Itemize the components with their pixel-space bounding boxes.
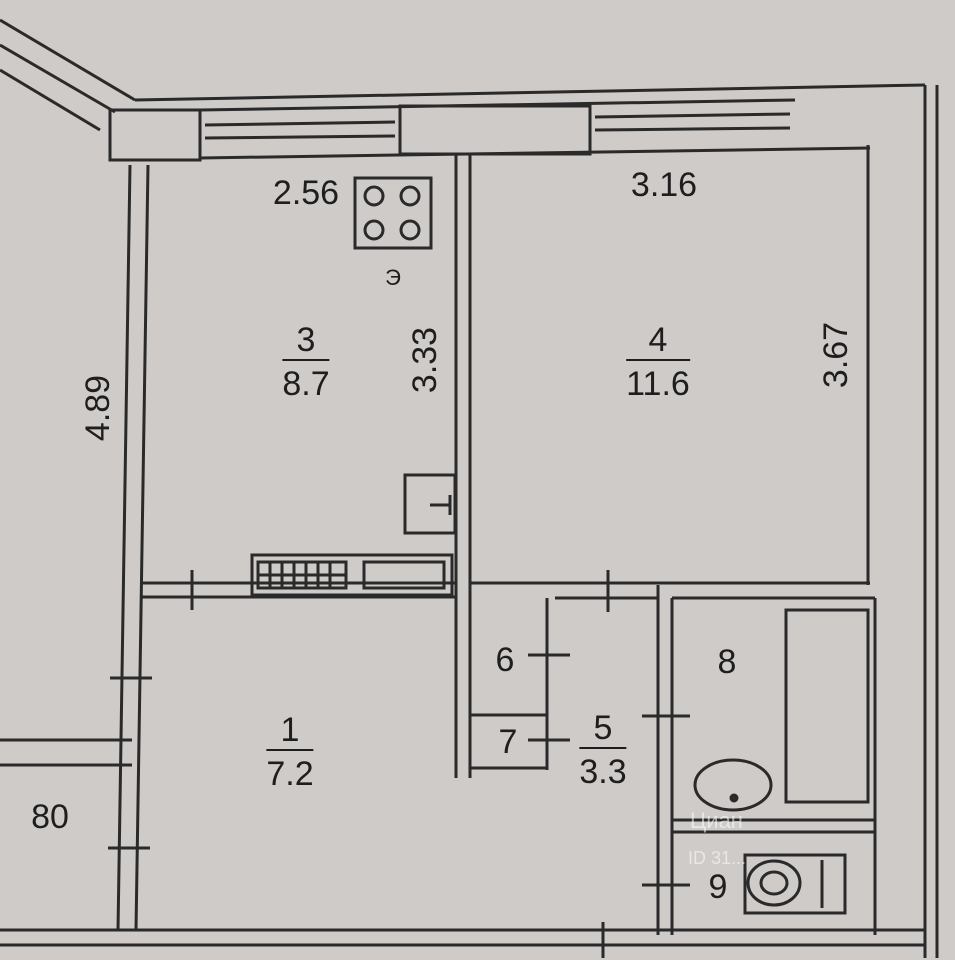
room-4-label: 4 11.6 (626, 321, 690, 403)
watermark-brand: Циан (690, 808, 743, 833)
sink-icon (403, 473, 457, 535)
watermark-id: ID 31... (688, 848, 747, 868)
kitchen-width-dimension: 2.56 (272, 174, 340, 212)
toilet-icon (743, 853, 847, 915)
room-width-dimension: 3.16 (630, 166, 698, 204)
room-3-label: 3 8.7 (282, 321, 330, 403)
room-depth-dimension: 3.67 (817, 321, 855, 389)
outer-walls (0, 18, 939, 958)
loggia-length-dimension: 4.89 (79, 374, 117, 442)
room-6-label: 6 (495, 641, 515, 679)
washbasin-icon (693, 758, 773, 812)
room-9-label: 9 (708, 868, 728, 906)
bathtub-icon (784, 608, 870, 804)
room-8-label: 8 (717, 643, 737, 681)
room-7-label: 7 (498, 723, 518, 761)
fixtures (250, 176, 870, 915)
room-5-label: 5 3.3 (579, 709, 627, 791)
neighbor-area-label: 80 (31, 798, 69, 836)
stove-electric-mark: Э (385, 265, 401, 290)
room-1-label: 1 7.2 (266, 711, 314, 793)
door-marks (108, 570, 690, 958)
radiator-icon (250, 553, 454, 597)
interior-walls (0, 145, 877, 935)
stove-icon (353, 176, 433, 250)
kitchen-depth-dimension: 3.33 (406, 326, 444, 394)
